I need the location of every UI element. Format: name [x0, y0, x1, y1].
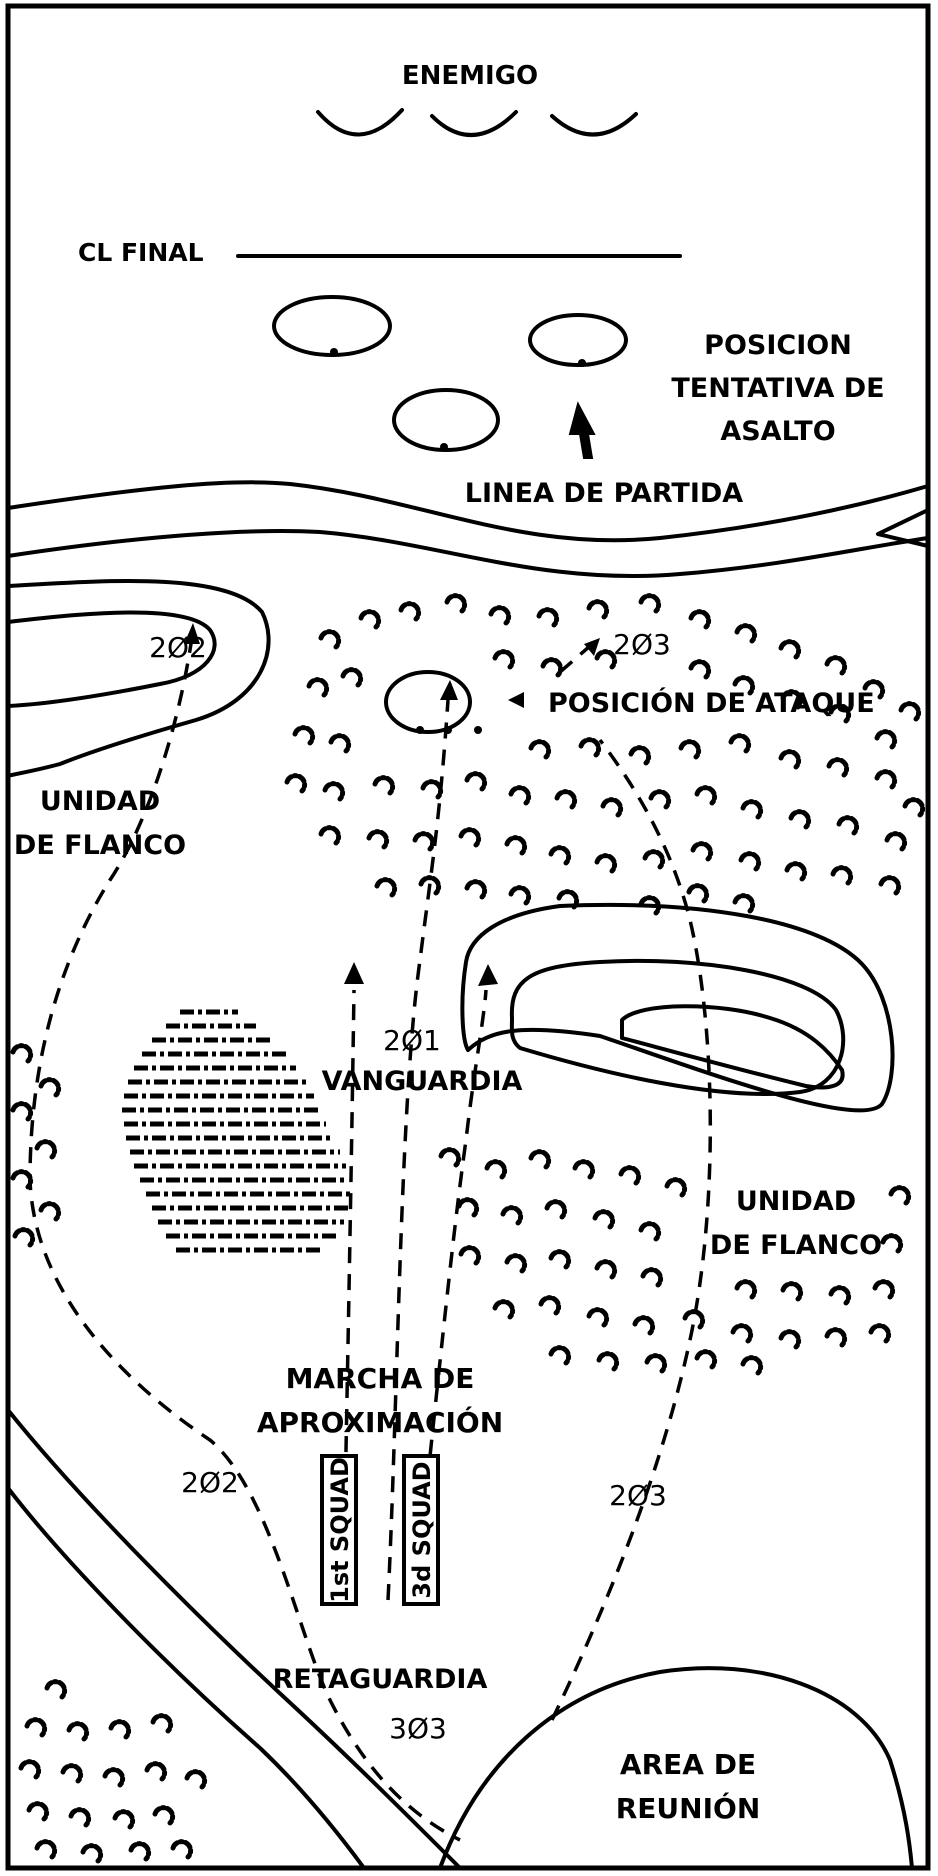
line-of-departure-label: LINEA DE PARTIDA — [465, 478, 744, 509]
flank-unit-left-label-1: UNIDAD — [40, 786, 160, 817]
approach-march-label-2: APROXIMACIÓN — [257, 1405, 503, 1439]
woods-lower-right — [441, 1150, 909, 1373]
approach-march-label-1: MARCHA DE — [286, 1362, 475, 1395]
enemy-label: ENEMIGO — [402, 61, 538, 91]
marsh-area — [122, 1012, 350, 1250]
assault-position-label-1: POSICION — [704, 330, 852, 361]
assault-position-label-2: TENTATIVA DE — [671, 373, 884, 404]
enemy-position-3 — [552, 114, 636, 135]
attack-position-pointer-icon — [508, 692, 524, 708]
assault-position-dot-3 — [440, 443, 448, 451]
vanguard-label: VANGUARDIA — [322, 1066, 523, 1097]
unit-202-top: 2Ø2 — [149, 631, 207, 664]
assembly-area-label-1: AREA DE — [620, 1748, 756, 1781]
unit-203-top: 2Ø3 — [613, 628, 671, 661]
attack-position-ellipse — [386, 672, 470, 732]
assault-position-ellipse-2 — [530, 315, 626, 365]
assault-position-dot-2 — [578, 359, 586, 367]
woods-bottom-left — [21, 1682, 205, 1861]
final-cl-label: CL FINAL — [78, 238, 204, 267]
arrowhead-vanguard-right-icon — [478, 964, 498, 986]
arrowhead-attack-position-icon — [440, 680, 458, 700]
flank-unit-right-label-1: UNIDAD — [736, 1186, 856, 1217]
enemy-position-2 — [432, 112, 516, 135]
arrow-up-icon — [570, 404, 594, 458]
enemy-position-1 — [318, 110, 402, 135]
attack-position-dot-1 — [416, 726, 424, 734]
rearguard-label: RETAGUARDIA — [273, 1664, 488, 1695]
woods-upper — [287, 596, 923, 913]
map-frame — [8, 6, 928, 1868]
route-203-forward — [560, 646, 590, 672]
unit-303: 3Ø3 — [389, 1712, 447, 1745]
arrowhead-vanguard-left-icon — [344, 962, 364, 984]
attack-position-dot-3 — [474, 726, 482, 734]
flank-unit-right-label-2: DE FLANCO — [710, 1230, 882, 1261]
assault-position-ellipse-1 — [274, 297, 390, 355]
assault-position-dot-1 — [330, 348, 338, 356]
unit-202-bottom: 2Ø2 — [181, 1466, 239, 1499]
flank-unit-left-label-2: DE FLANCO — [14, 830, 186, 861]
third-squad-label: 3d SQUAD — [408, 1461, 436, 1598]
left-hill-contour-outer — [8, 581, 269, 776]
unit-201: 2Ø1 — [383, 1024, 441, 1057]
route-203-flank — [552, 740, 710, 1720]
assembly-area-label-2: REUNIÓN — [616, 1791, 761, 1825]
attack-position-label: POSICIÓN DE ATAQUE — [548, 687, 875, 719]
assault-position-label-3: ASALTO — [720, 416, 835, 447]
unit-203-bottom: 2Ø3 — [609, 1479, 667, 1512]
right-hill-contour-inner — [622, 1006, 843, 1087]
first-squad-label: 1st SQUAD — [326, 1457, 354, 1603]
assault-position-ellipse-3 — [394, 390, 498, 450]
road-edge-bottom — [8, 531, 928, 576]
